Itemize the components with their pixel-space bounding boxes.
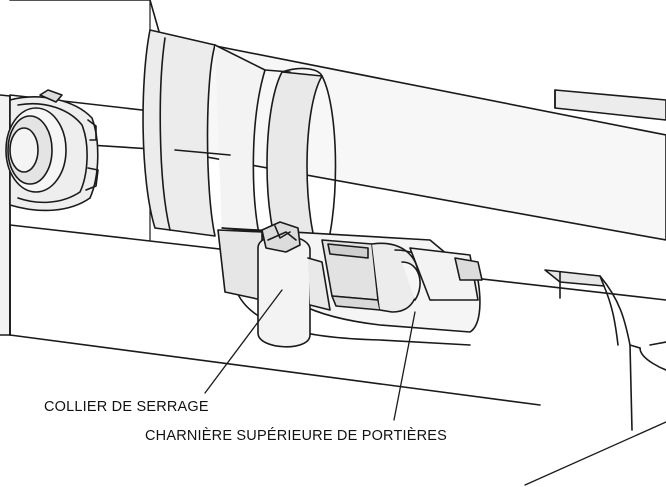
leader-lines [204, 289, 666, 486]
clamp-bolt [217, 221, 331, 348]
hinge-label: CHARNIÈRE SUPÉRIEURE DE PORTIÈRES [145, 428, 448, 444]
clamp-label: COLLIER DE SERRAGE [44, 399, 209, 415]
top-rail [554, 89, 666, 121]
leader-right [524, 421, 666, 486]
hex-fitting [5, 89, 99, 212]
right-pipe [544, 269, 666, 431]
leader-hinge [393, 311, 416, 421]
hinge-block [321, 239, 483, 313]
main-tube [9, 0, 666, 241]
tube-coupling [142, 29, 291, 249]
leader-clamp [204, 289, 283, 394]
